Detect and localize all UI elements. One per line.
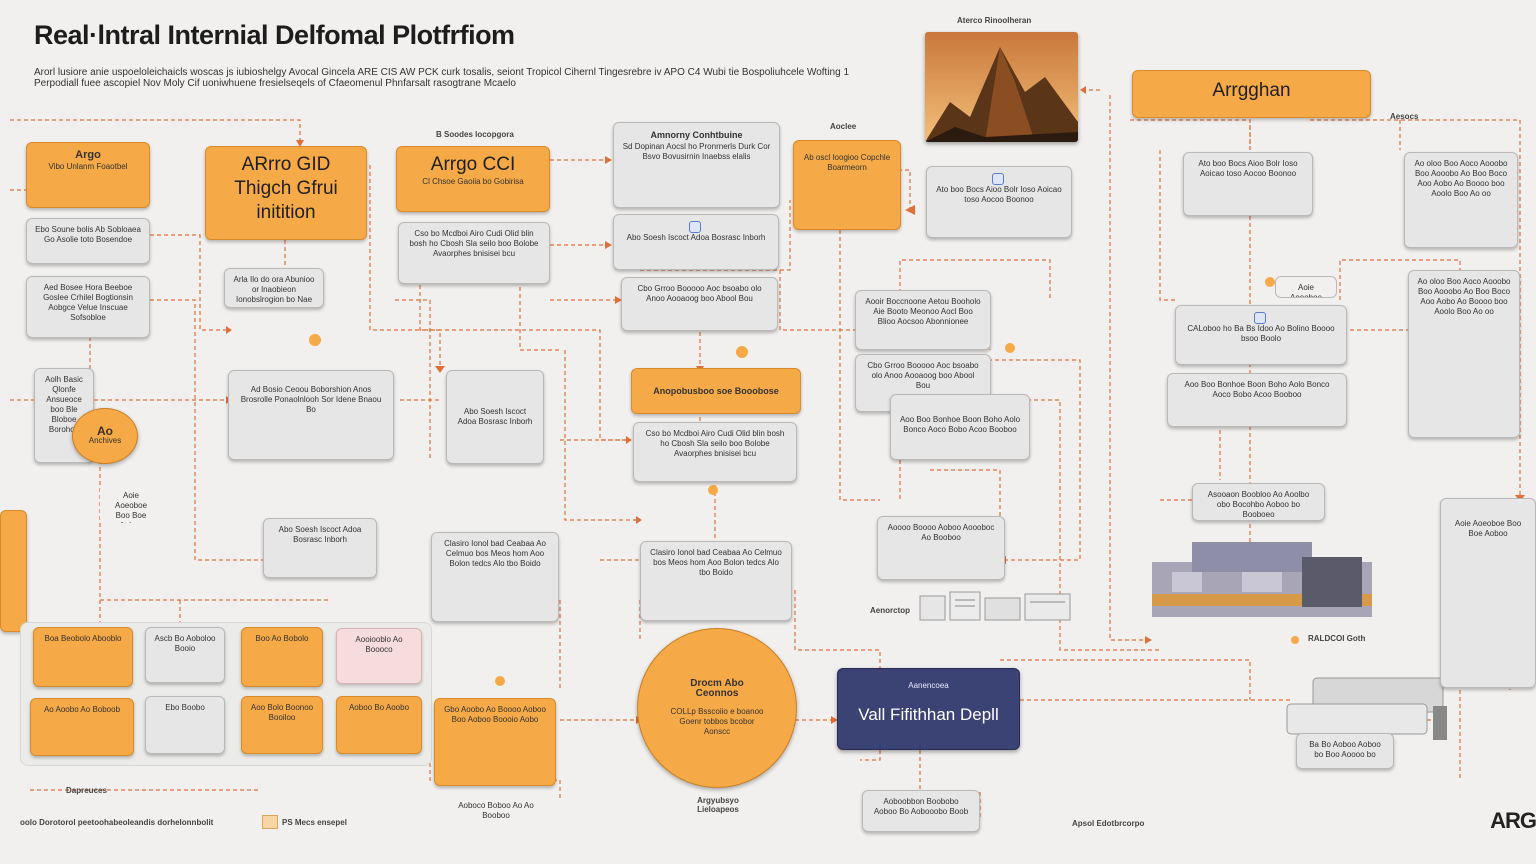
node-ardo-card[interactable]: Arla Ilo do ora Abunioo or lnaobieon Ion…: [224, 268, 324, 308]
node-photo-card[interactable]: Ato boo Bocs Aioo Bolr Ioso Aoicao toso …: [926, 166, 1072, 238]
legend-label: PS Mecs ensepel: [282, 818, 347, 827]
node-center-2[interactable]: Abo Soesh Iscoct Adoa Bosrasc Inborh: [613, 214, 779, 270]
node-left-text: Aoie Aoeoboe Boo Boe Aoboo: [100, 484, 162, 524]
grid-cell-8[interactable]: Aoboo Bo Aoobo: [336, 696, 422, 754]
node-right-card-4[interactable]: Asooaon Boobloo Ao Aoolbo obo Bocohbo Ao…: [1192, 483, 1325, 521]
footer-strip: oolo Dorotorol peetoohabeoleandis dorhel…: [20, 818, 214, 827]
blue-icon: [991, 173, 1004, 185]
node-ci-lower[interactable]: Clasiro Ionol bad Ceabaa Ao Celmuo bos M…: [431, 532, 559, 622]
node-right-stack-3[interactable]: Aoo Boo Bonhoe Boon Boho Aolo Bonco Aoco…: [890, 394, 1030, 460]
bottom-left-caption: Dapreuces: [66, 786, 107, 795]
node-orange-bar-center[interactable]: Anopobusboo soe Booobose: [631, 368, 801, 414]
node-navy-box[interactable]: Aanencoea Vall Fifithhan Depll: [837, 668, 1020, 750]
grid-cell-7[interactable]: Aoo Bolo Boonoo Booiloo: [241, 696, 323, 754]
node-left-edge[interactable]: [0, 510, 27, 632]
section-caption-b: Aoclee: [830, 122, 857, 131]
doc-icon: [688, 221, 701, 233]
node-center-low[interactable]: Clasiro Ionol bad Ceabaa Ao Celmuo bos M…: [640, 541, 792, 621]
node-bottom-center-orange[interactable]: Gbo Aoobo Ao Boooo Aoboo Boo Aoboo Boooi…: [434, 698, 556, 786]
legend-swatch: [262, 815, 278, 829]
node-argghan[interactable]: Arrgghan: [1132, 70, 1371, 118]
node-mid-right-card[interactable]: Aoooo Boooo Aoboo Aoooboc Ao Booboo: [877, 516, 1005, 580]
node-far-right-tall[interactable]: Aoie Aoeoboe Boo Boe Aoboo: [1440, 498, 1536, 688]
grid-cell-6[interactable]: Ebo Boobo: [145, 696, 225, 754]
node-right-card-1[interactable]: Ato boo Bocs Aioo Bolr Ioso Aoicao toso …: [1183, 152, 1313, 216]
node-center-top[interactable]: Amnorny Conhtbuine Sd Dopinan Aocsl ho P…: [613, 122, 780, 208]
node-argo-top-left[interactable]: Argo Vibo Unlanm Foaotbel: [26, 142, 150, 208]
section-caption-c: Aesocs: [1390, 112, 1419, 121]
node-circle-big[interactable]: Drocm Abo Ceonnos COLLp Bsscoiio e boano…: [637, 628, 797, 788]
photo-caption: Aterco Rinoolheran: [957, 16, 1032, 25]
bottom-center-caption: Argyubsyo Lieloapeos: [697, 796, 739, 814]
node-right-stack-1[interactable]: Aooir Boccnoone Aetou Booholo Aie Booto …: [855, 290, 991, 350]
grid-cell-2[interactable]: Ascb Bo Aoboloo Booio: [145, 627, 225, 683]
grid-cell-1[interactable]: Boa Beobolo Abooblo: [33, 627, 133, 687]
node-bottom-card[interactable]: Aoboobbon Boobobo Aoboo Bo Aobooobo Boob: [862, 790, 980, 832]
datacenter-building-icon: [1152, 542, 1372, 617]
node-argo-ci[interactable]: Arrgo CCI Cl Chsoe Gaoiia bo Gobirisa: [396, 146, 550, 212]
node-ci-detail[interactable]: Cso bo Mcdboi Airo Cudi Olid blin bosh h…: [398, 222, 550, 284]
node-far-right-1[interactable]: Ao oloo Boo Aoco Aooobo Boo Aooobo Ao Bo…: [1404, 152, 1518, 248]
grid-cell-4[interactable]: Aooiooblo Ao Boooco: [336, 628, 422, 684]
node-right-device-card[interactable]: Ba Bo Aoboo Aoboo bo Boo Aoooo bo: [1296, 733, 1394, 769]
grid-cell-3[interactable]: Boo Ao Bobolo: [241, 627, 323, 687]
infra-left-caption: Aenorctop: [870, 606, 910, 615]
node-right-card-3[interactable]: Aoo Boo Bonhoe Boon Boho Aolo Bonco Aoco…: [1167, 373, 1347, 427]
section-caption-a: B Soodes locopgora: [436, 130, 514, 139]
node-right-card-2[interactable]: CALoboo ho Ba Bs Idoo Ao Bolino Boooo bs…: [1175, 305, 1347, 365]
node-far-right-panel[interactable]: Ao oloo Boo Aoco Aooobo Boo Aooobo Ao Bo…: [1408, 270, 1520, 438]
node-right-tag: Aoie Aoeoboe Boo Boe Aoboo: [1275, 276, 1337, 298]
network-icon: [1253, 312, 1266, 324]
bottom-right-caption: Apsol Edotbrcorpo: [1072, 819, 1145, 828]
node-left-card-mid[interactable]: Abo Soesh Iscoct Adoa Bosrasc Inborh: [263, 518, 377, 578]
node-ci-panel[interactable]: Abo Soesh Iscoct Adoa Bosrasc Inborh: [446, 370, 544, 464]
node-argo-gid[interactable]: ARrro GID Thigch Gfrui initition: [205, 146, 367, 240]
node-mid-card-2[interactable]: Cso bo Mcdboi Airo Cudi Olid blin bosh h…: [633, 422, 797, 482]
page-subtitle: Arorl lusiore anie uspoeloleichaicls wos…: [34, 67, 850, 89]
grid-cell-5[interactable]: Ao Aoobo Ao Boboob: [30, 698, 134, 756]
mountain-photo: [925, 32, 1078, 142]
node-center-3[interactable]: Cbo Grroo Booooo Aoc bsoabo olo Anoo Aoo…: [621, 277, 778, 331]
node-left-card-2[interactable]: Aed Bosee Hora Beeboe Goslee Crhilel Bog…: [26, 276, 150, 338]
node-mid-card-1[interactable]: Ad Bosio Ceoou Boborshion Anos Brosrolle…: [228, 370, 394, 460]
node-bottom-text: Aoboco Boboo Ao Ao Booboo: [440, 794, 552, 830]
infra-right-caption: RALDCOI Goth: [1308, 634, 1366, 643]
page-title: Real·lntral Internial Delfomal Plotfrfio…: [34, 20, 515, 50]
storage-device-icon: [1286, 677, 1447, 740]
brand-logo: ARG: [1490, 808, 1536, 833]
node-left-card-1[interactable]: Ebo Soune bolis Ab Sobloaea Go Asolie to…: [26, 218, 150, 264]
node-orange-right[interactable]: Ab oscl Ioogioo Copchle Boarmeorn: [793, 140, 901, 230]
server-rack-icon: [919, 591, 1071, 621]
node-circle-ao[interactable]: Ao Anchives: [72, 408, 138, 464]
